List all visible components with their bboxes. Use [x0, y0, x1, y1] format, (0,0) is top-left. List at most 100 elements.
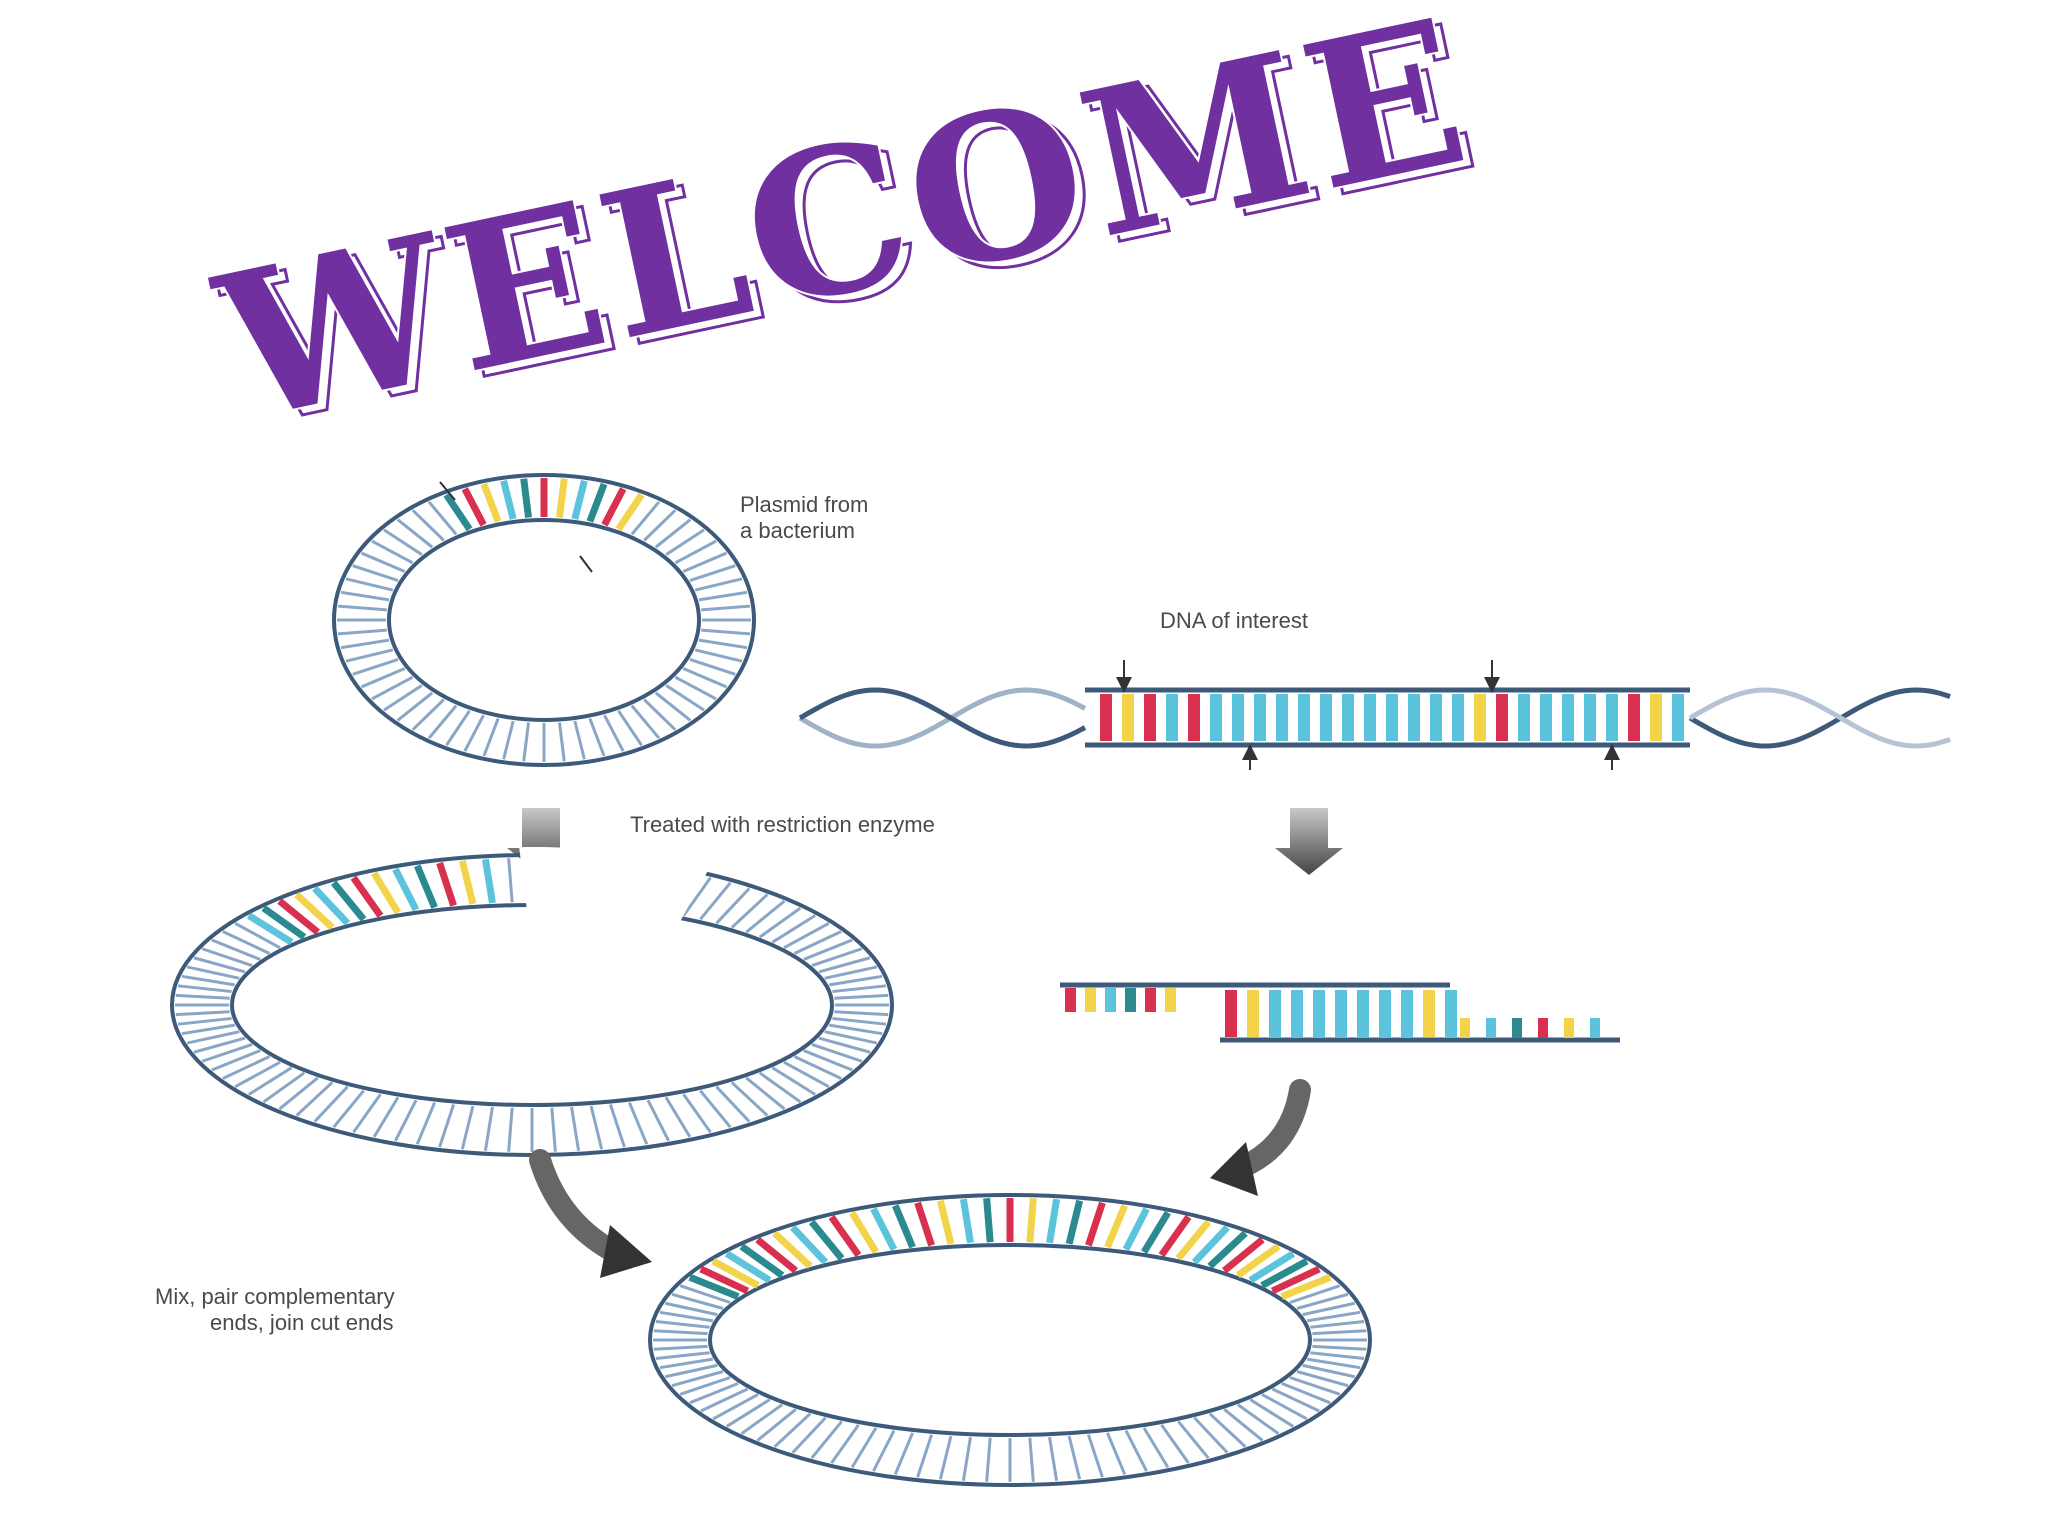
- base-pair-rung: [701, 628, 751, 636]
- sticky-end-base: [1460, 1018, 1470, 1038]
- base-pair-rung: [436, 861, 457, 907]
- base-pair-rung: [1281, 1381, 1331, 1405]
- base-pair-rung: [1540, 694, 1552, 741]
- base-pair-rung: [340, 638, 390, 650]
- base-pair-rung: [330, 880, 367, 922]
- base-pair-rung: [1100, 694, 1112, 741]
- base-pair-rung: [371, 539, 414, 565]
- base-pair-rung: [755, 1236, 798, 1274]
- base-pair-rung: [783, 1060, 830, 1088]
- base-pair-rung: [480, 482, 502, 523]
- base-pair-rung: [1474, 694, 1486, 741]
- base-pair-rung: [1048, 1436, 1059, 1482]
- base-pair-rung: [700, 1387, 749, 1413]
- base-pair-rung: [665, 528, 705, 556]
- base-pair-rung: [1379, 990, 1391, 1037]
- base-pair-rung: [1122, 1207, 1150, 1252]
- base-pair-rung: [985, 1437, 992, 1482]
- sticky-end-base: [1538, 1018, 1548, 1038]
- base-pair-rung: [828, 1023, 883, 1036]
- base-pair-rung: [916, 1434, 934, 1478]
- base-pair-rung: [1142, 1427, 1170, 1469]
- sticky-end-base: [1085, 988, 1096, 1012]
- base-pair-rung: [1067, 1435, 1082, 1480]
- base-pair-rung: [1028, 1437, 1035, 1482]
- base-pair-rung: [1408, 694, 1420, 741]
- base-pair-rung: [712, 1393, 759, 1421]
- base-pair-rung: [654, 518, 692, 549]
- base-pair-rung: [181, 1023, 236, 1036]
- base-pair-rung: [818, 956, 871, 974]
- dna-of-interest-strand: [798, 687, 1951, 749]
- base-pair-rung: [586, 482, 608, 523]
- base-pair-rung: [1302, 1301, 1356, 1317]
- base-pair-rung: [1254, 694, 1266, 741]
- base-pair-rung: [1296, 1370, 1349, 1388]
- base-pair-rung: [698, 638, 748, 650]
- base-pair-rung: [1158, 1215, 1192, 1258]
- base-pair-rung: [824, 965, 878, 980]
- base-pair-rung: [175, 1010, 230, 1017]
- base-pair-rung: [674, 675, 717, 701]
- base-pair-rung: [371, 871, 401, 915]
- base-pair-rung: [790, 1224, 829, 1265]
- base-pair-rung: [312, 885, 351, 926]
- base-pair-rung: [689, 1381, 739, 1405]
- base-pair-rung: [1026, 1198, 1037, 1243]
- base-pair-rung: [1342, 694, 1354, 741]
- base-pair-rung: [411, 698, 445, 731]
- base-pair-rung: [1518, 694, 1530, 741]
- base-pair-rung: [659, 1310, 714, 1323]
- base-pair-rung: [438, 1104, 456, 1148]
- base-pair-rung: [715, 887, 751, 925]
- base-pair-rung: [771, 914, 817, 944]
- base-pair-rung: [352, 564, 399, 583]
- base-pair-rung: [394, 1099, 418, 1142]
- base-pair-rung: [481, 858, 496, 904]
- base-pair-rung: [500, 479, 517, 520]
- base-pair-rung: [1208, 1412, 1247, 1448]
- base-pair-rung: [443, 492, 473, 532]
- sticky-end-base: [1486, 1018, 1496, 1038]
- base-pair-rung: [520, 478, 532, 518]
- base-pair-rung: [278, 1076, 319, 1111]
- base-pair-rung: [571, 479, 588, 520]
- base-pair-rung: [1210, 694, 1222, 741]
- base-pair-rung: [617, 710, 643, 747]
- sticky-end-base: [1165, 988, 1176, 1012]
- base-pair-rung: [936, 1199, 955, 1245]
- sticky-end-base: [1564, 1018, 1574, 1038]
- base-pair-rung: [234, 1060, 281, 1088]
- base-pair-rung: [1207, 1230, 1248, 1269]
- base-pair-rung: [615, 492, 645, 532]
- sticky-end-base: [1105, 988, 1116, 1012]
- base-pair-rung: [664, 1096, 692, 1138]
- base-pair-rung: [427, 704, 458, 740]
- base-pair-rung: [186, 1030, 240, 1045]
- base-pair-rung: [211, 938, 261, 961]
- base-pair-rung: [337, 628, 387, 636]
- base-pair-rung: [1302, 1363, 1356, 1379]
- base-pair-rung: [682, 667, 728, 689]
- base-pair-rung: [1085, 1201, 1106, 1247]
- base-pair-rung: [682, 1093, 712, 1134]
- label-plasmid-line2: a bacterium: [740, 518, 855, 543]
- base-pair-rung: [699, 1265, 750, 1295]
- base-pair-rung: [698, 590, 748, 602]
- curved-arrow-left: [529, 1149, 652, 1278]
- base-pair-rung: [177, 984, 232, 994]
- base-pair-rung: [522, 722, 531, 762]
- label-mix-line2: ends, join cut ends: [210, 1310, 393, 1335]
- base-pair-rung: [653, 1344, 708, 1351]
- base-pair-rung: [808, 1219, 845, 1261]
- base-pair-rung: [872, 1429, 896, 1472]
- base-pair-rung: [201, 1042, 253, 1063]
- base-pair-rung: [383, 684, 423, 712]
- base-pair-rung: [1232, 694, 1244, 741]
- base-pair-rung: [711, 1258, 760, 1289]
- down-arrow-right: [1275, 808, 1343, 875]
- base-pair-rung: [1236, 1403, 1280, 1435]
- base-pair-rung: [665, 684, 705, 712]
- base-pair-rung: [396, 518, 434, 549]
